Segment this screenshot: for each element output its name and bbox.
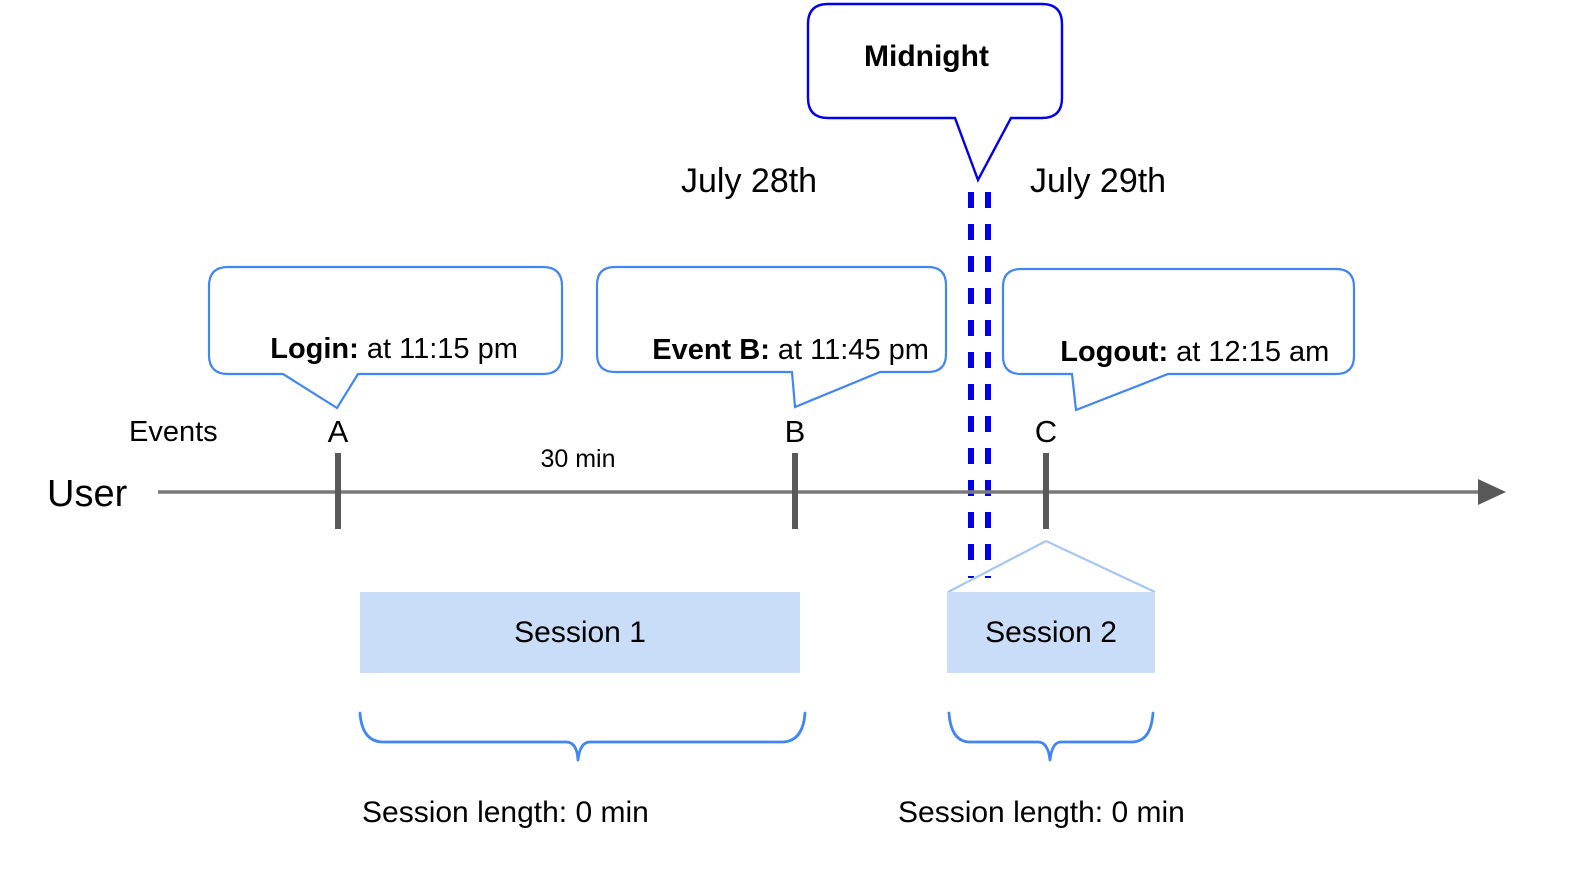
session-2-brace-path xyxy=(947,711,1155,762)
event-marker-label-a: A xyxy=(327,414,349,449)
timeline-axis xyxy=(158,479,1506,505)
midnight-callout-shape xyxy=(806,2,1064,183)
session-1-bar-label: Session 1 xyxy=(514,616,646,649)
date-label-july-29: July 29th xyxy=(1030,162,1167,200)
session-1-brace-path xyxy=(358,711,807,762)
logout-callout-bold: Logout: xyxy=(1060,336,1169,368)
login-callout-outline xyxy=(207,265,564,410)
logout-callout-outline xyxy=(1001,267,1356,412)
date-label-july-28: July 28th xyxy=(681,162,818,200)
event-b-callout-shape xyxy=(595,265,948,409)
logout-callout-rest: at 12:15 am xyxy=(1168,336,1330,368)
session-2-funnel-left xyxy=(947,540,1047,593)
event-tick-marks xyxy=(335,453,1049,529)
event-marker-label-b: B xyxy=(784,414,806,449)
session-2-funnel-right xyxy=(1045,540,1156,593)
event-b-callout-rest: at 11:45 pm xyxy=(769,334,929,366)
session-1-length-label: Session length: 0 min xyxy=(362,796,649,829)
event-marker-label-c: C xyxy=(1034,414,1058,449)
event-b-callout-bold: Event B: xyxy=(652,334,770,366)
logout-callout-text: Logout: at 12:15 am xyxy=(1028,309,1329,396)
session-2-bar: Session 2 xyxy=(947,592,1155,673)
session-1-bar: Session 1 xyxy=(360,592,800,673)
axis-arrow-icon xyxy=(1478,479,1506,505)
session-2-length-label: Session length: 0 min xyxy=(898,796,1185,829)
midnight-callout-label: Midnight xyxy=(864,40,989,73)
login-callout-text: Login: at 11:15 pm xyxy=(238,306,518,393)
midnight-dashed-divider-icon xyxy=(968,192,991,578)
midnight-callout-outline xyxy=(806,2,1064,183)
login-callout-rest: at 11:15 pm xyxy=(358,333,518,365)
duration-label-30-min: 30 min xyxy=(540,445,616,473)
logout-callout-shape xyxy=(1001,267,1356,412)
session-2-funnel xyxy=(947,540,1156,593)
events-row-label: Events xyxy=(129,416,218,448)
event-b-callout-outline xyxy=(595,265,948,409)
user-row-label: User xyxy=(47,473,128,515)
session-2-bar-label: Session 2 xyxy=(985,616,1117,649)
session-1-brace xyxy=(358,711,807,762)
event-b-callout-text: Event B: at 11:45 pm xyxy=(620,307,929,394)
session-2-brace xyxy=(947,711,1155,762)
login-callout-shape xyxy=(207,265,564,410)
login-callout-bold: Login: xyxy=(270,333,359,365)
